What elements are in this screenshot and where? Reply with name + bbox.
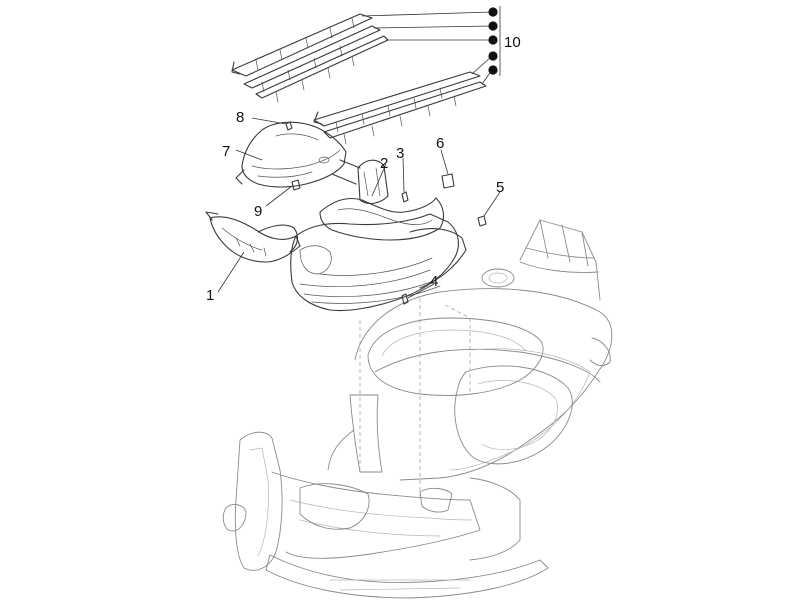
callout-6: 6 — [436, 135, 444, 152]
callout-5: 5 — [496, 179, 504, 196]
callout-10: 10 — [504, 34, 521, 51]
front-cover-part — [235, 121, 347, 188]
kit-marker — [488, 65, 498, 75]
kit-marker — [488, 35, 498, 45]
kit-group-markers — [488, 7, 498, 75]
fastener-parts — [285, 121, 487, 305]
kit-marker — [488, 7, 498, 17]
floor-footboard-part — [290, 159, 467, 312]
callout-7: 7 — [222, 143, 230, 160]
callout-2: 2 — [380, 155, 388, 172]
callout-9: 9 — [254, 203, 262, 220]
callout-3: 3 — [396, 145, 404, 162]
left-footboard-part — [205, 211, 301, 263]
callout-8: 8 — [236, 109, 244, 126]
kit-marker — [488, 51, 498, 61]
kit-marker — [488, 21, 498, 31]
footboard-strips-kit — [231, 13, 487, 145]
leader-lines — [217, 6, 501, 299]
callout-1: 1 — [206, 287, 214, 304]
scooter-frame-body — [222, 219, 613, 599]
callout-labels: 10 8 7 9 2 3 6 5 4 1 — [206, 34, 521, 304]
callout-4: 4 — [430, 273, 438, 290]
